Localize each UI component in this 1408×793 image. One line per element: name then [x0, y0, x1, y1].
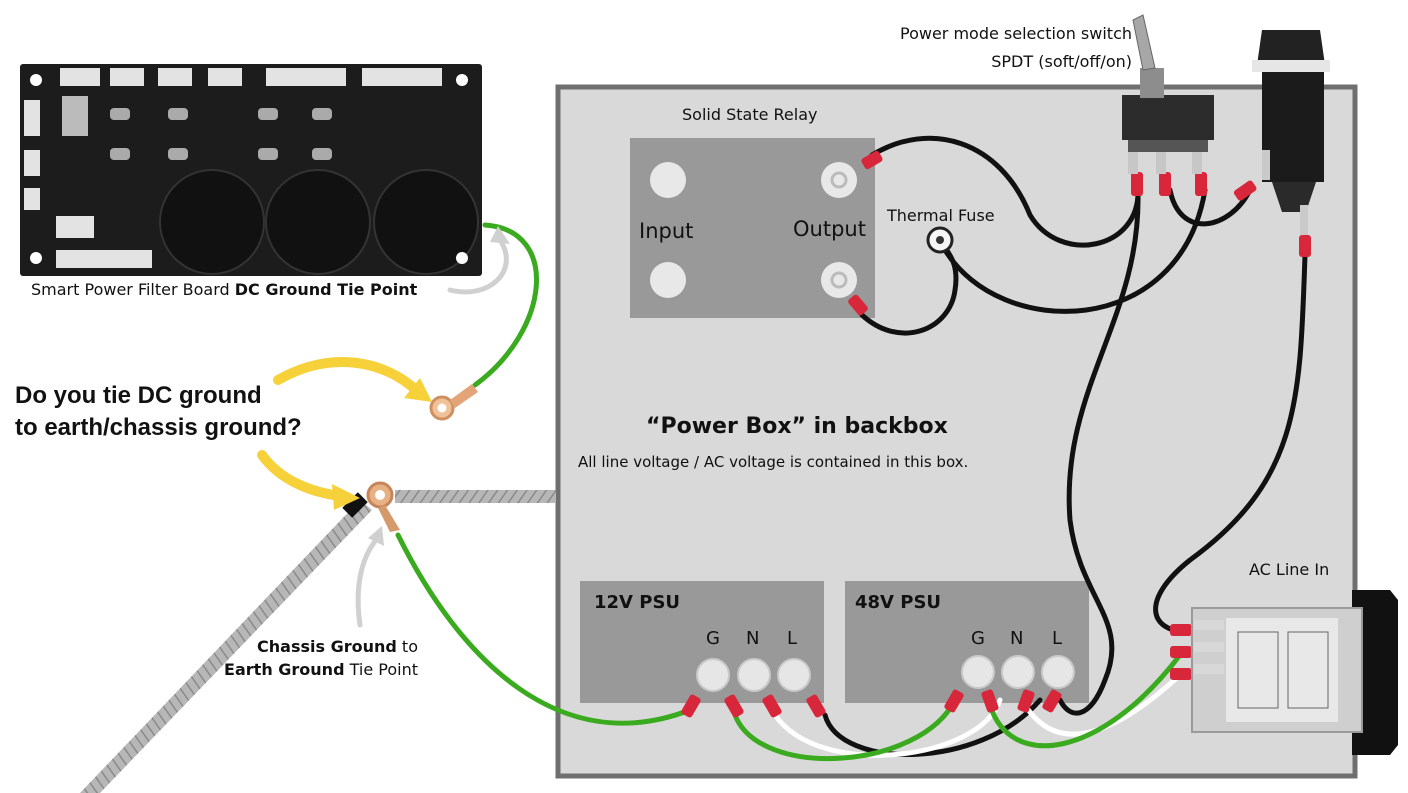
wire-fuse-holder-to-ac-inlet: [1153, 252, 1308, 635]
psu-12v-g-label: G: [706, 628, 720, 649]
question-line2: to earth/chassis ground?: [15, 414, 302, 441]
arrow-question-to-chassis-lug: [257, 450, 345, 501]
smart-power-filter-board: [20, 64, 482, 276]
psu-48v-g-label: G: [971, 628, 985, 649]
wire-ground-psu-chain: [732, 652, 1183, 762]
thermal-fuse-label: Thermal Fuse: [887, 206, 995, 225]
thermal-fuse: [926, 226, 954, 254]
relay-output-terminal-top: [821, 162, 857, 198]
psu-12v-terminals: [696, 658, 811, 692]
psu-48v-terminals: [961, 655, 1075, 689]
braided-strap-left: [80, 500, 372, 793]
switch-label-line1: Power mode selection switch: [900, 24, 1132, 43]
power-box-title: “Power Box” in backbox: [646, 414, 948, 439]
relay-output-terminal-bottom: [821, 262, 857, 298]
psu-48v-l-label: L: [1052, 628, 1063, 649]
arrow-board-caption-to-tie-point: [447, 237, 509, 295]
ac-inlet: [1191, 590, 1398, 755]
chassis-label-line2-bold: Earth Ground: [224, 660, 345, 679]
filter-board-caption-plain: Smart Power Filter Board: [31, 280, 235, 299]
filter-board-caption: Smart Power Filter Board DC Ground Tie P…: [31, 280, 417, 299]
psu-48v-n-label: N: [1010, 628, 1024, 649]
fuse-holder: [1252, 30, 1330, 235]
psu-12v-title: 12V PSU: [594, 592, 681, 613]
relay-input-label: Input: [639, 219, 694, 243]
switch-label-line2: SPDT (soft/off/on): [991, 52, 1132, 71]
relay-output-label: Output: [793, 217, 866, 241]
psu-12v-l-label: L: [787, 628, 798, 649]
relay-input-terminal-bottom: [650, 262, 686, 298]
crimp-terminals: [681, 150, 1311, 718]
chassis-label-line1-plain: to: [396, 637, 418, 656]
chassis-label-line2-plain: Tie Point: [344, 660, 418, 679]
wire-switch-to-fuse-holder: [1167, 187, 1253, 227]
filter-board-caption-bold: DC Ground Tie Point: [234, 280, 418, 299]
chassis-label-line1-bold: Chassis Ground: [257, 637, 397, 656]
relay-input-terminal-top: [650, 162, 686, 198]
question-line1: Do you tie DC ground: [15, 382, 262, 409]
wire-ground-board-to-ring: [472, 222, 539, 388]
wire-relay-to-switch: [869, 135, 1141, 248]
arrow-chassis-label-up: [355, 537, 379, 628]
wire-ground-chassis-to-12v: [395, 532, 693, 726]
power-box-subtitle: All line voltage / AC voltage is contain…: [578, 453, 969, 471]
chassis-label-line2: Earth Ground Tie Point: [224, 660, 418, 679]
wire-switch-to-48v-psu: [1057, 192, 1141, 716]
chassis-ring-lug: [366, 481, 400, 532]
toggle-switch: [1122, 14, 1214, 174]
ac-inlet-label: AC Line In: [1249, 560, 1330, 579]
arrow-question-to-dc-ring: [273, 357, 423, 397]
braided-strap-right: [395, 490, 556, 503]
psu-12v-n-label: N: [746, 628, 760, 649]
dc-ground-ring-terminal: [429, 384, 478, 421]
chassis-label-line1: Chassis Ground to: [257, 637, 418, 656]
psu-48v-title: 48V PSU: [855, 592, 942, 613]
wire-thermal-fuse-to-switch: [942, 187, 1208, 314]
relay-label: Solid State Relay: [682, 105, 818, 124]
